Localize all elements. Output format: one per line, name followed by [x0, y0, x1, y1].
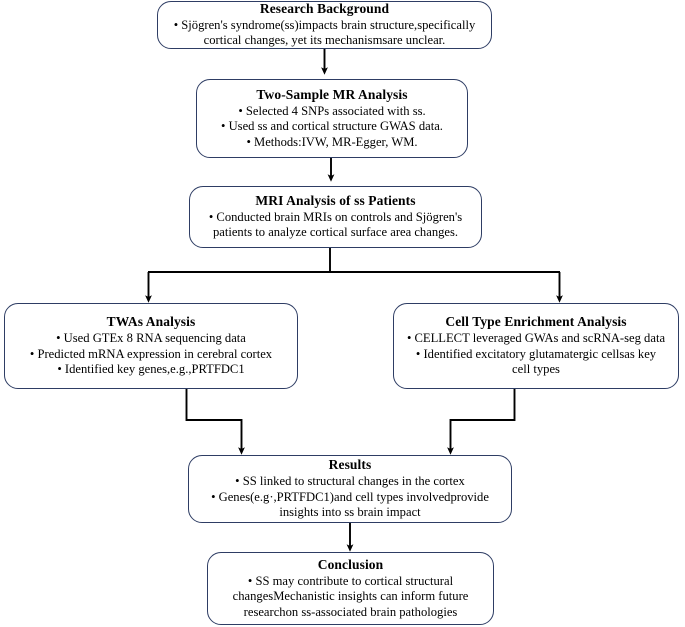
node-line: cell types [512, 362, 560, 377]
node-line: • Genes(e.g·,PRTFDC1)and cell types invo… [211, 489, 489, 504]
node-conclusion[interactable]: Conclusion • SS may contribute to cortic… [207, 552, 494, 625]
node-line: • Identified excitatory glutamatergic ce… [415, 346, 657, 361]
node-line: • Selected 4 SNPs associated with ss. [238, 103, 426, 118]
node-title: Two-Sample MR Analysis [256, 86, 408, 102]
node-line: changesMechanistic insights can inform f… [232, 589, 469, 604]
node-line: insights into ss brain impact [279, 505, 421, 520]
node-body: • Conducted brain MRIs on controls and S… [198, 210, 473, 241]
node-line: • Used GTEx 8 RNA sequencing data [56, 331, 246, 346]
connector-twas-to-results [185, 389, 245, 455]
node-line: cortical changes, yet its mechanismsare … [203, 33, 446, 48]
node-title: Results [328, 457, 372, 473]
node-line: • Used ss and cortical structure GWAS da… [221, 119, 443, 134]
node-line: • CELLECT leveraged GWAs and scRNA-seg d… [406, 331, 666, 346]
node-line: • Predicted mRNA expression in cerebral … [29, 346, 273, 361]
node-line: patients to analyze cortical surface are… [212, 225, 459, 240]
node-title: Conclusion [317, 556, 384, 572]
node-line: • Conducted brain MRIs on controls and S… [208, 209, 463, 224]
node-research-background[interactable]: Research Background • Sjögren's syndrome… [157, 1, 492, 49]
node-title: MRI Analysis of ss Patients [255, 192, 416, 208]
node-body: • SS may contribute to cortical structur… [216, 574, 485, 621]
connector-celltype-to-results [447, 389, 516, 455]
node-line: • SS linked to structural changes in the… [235, 474, 465, 489]
node-cell-type-enrichment-analysis[interactable]: Cell Type Enrichment Analysis • CELLECT … [393, 303, 679, 389]
node-twas-analysis[interactable]: TWAs Analysis • Used GTEx 8 RNA sequenci… [4, 303, 298, 389]
node-body: • Selected 4 SNPs associated with ss. • … [205, 104, 459, 151]
node-line: • Sjögren's syndrome(ss)impacts brain st… [173, 17, 476, 32]
node-line: • Methods:IVW, MR-Egger, WM. [246, 134, 418, 149]
node-line: • Identified key genes,e.g.,PRTFDC1 [57, 362, 245, 377]
node-body: • CELLECT leveraged GWAs and scRNA-seg d… [402, 331, 670, 378]
node-body: • Used GTEx 8 RNA sequencing data • Pred… [13, 331, 289, 378]
node-results[interactable]: Results • SS linked to structural change… [188, 455, 512, 523]
node-title: Cell Type Enrichment Analysis [445, 314, 627, 330]
node-title: Research Background [259, 0, 390, 16]
node-title: TWAs Analysis [106, 314, 196, 330]
node-line: • SS may contribute to cortical structur… [247, 573, 454, 588]
node-body: • Sjögren's syndrome(ss)impacts brain st… [166, 18, 483, 49]
node-mri-analysis-of-ss-patients[interactable]: MRI Analysis of ss Patients • Conducted … [189, 186, 482, 248]
node-body: • SS linked to structural changes in the… [197, 474, 503, 521]
node-line: researchon ss-associated brain pathologi… [243, 604, 458, 619]
node-two-sample-mr-analysis[interactable]: Two-Sample MR Analysis • Selected 4 SNPs… [196, 79, 468, 158]
